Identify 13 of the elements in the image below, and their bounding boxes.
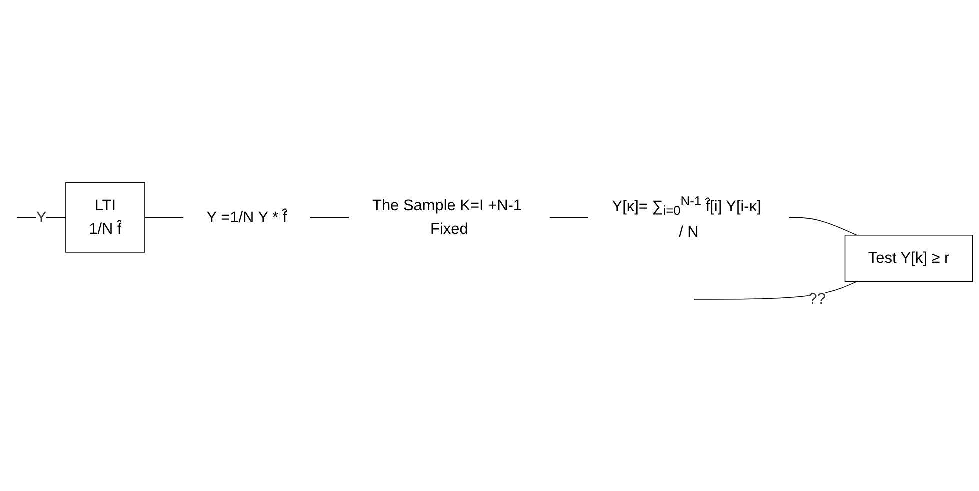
connector (16, 217, 66, 218)
edge-label: ?? (808, 290, 826, 308)
node-box: LTI 1/N f̂ (66, 182, 146, 253)
node-text: Y[κ]= ∑$_{i=0}$$^{N-1}$ f̂[i] Y[i-κ] / N (612, 194, 762, 241)
edge-label: Y (36, 209, 47, 226)
connector (789, 217, 858, 236)
connector (310, 217, 350, 218)
connector (694, 281, 858, 300)
node-text: Y =1/N Y * f̂ (206, 209, 288, 226)
node-box: Test Y[k] ≥ r (844, 235, 974, 282)
connector (549, 217, 589, 218)
node-text: The Sample K=I +N-1 Fixed (372, 198, 522, 238)
connector (144, 217, 184, 218)
